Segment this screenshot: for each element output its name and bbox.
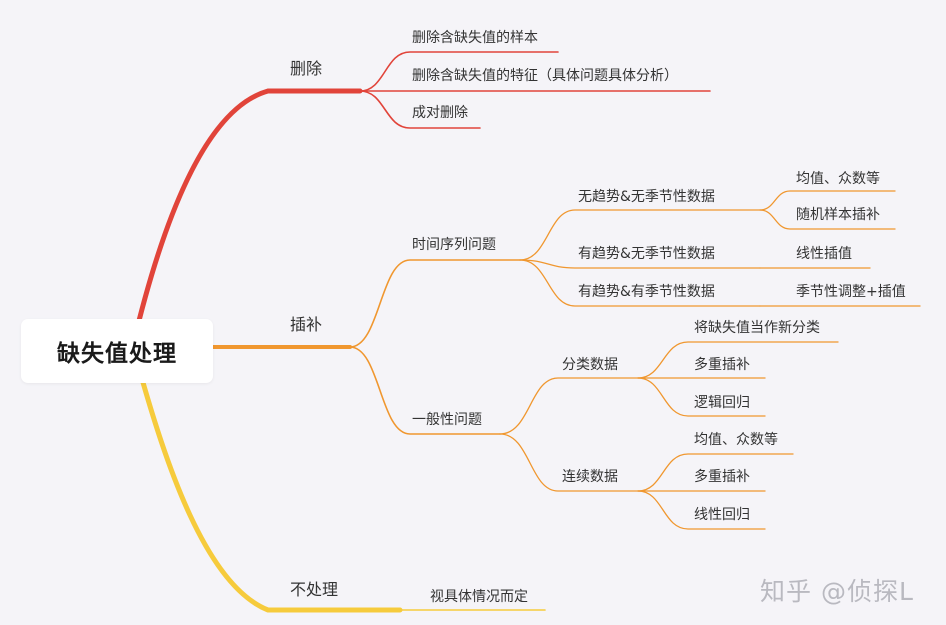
node-cat-logistic[interactable]: 逻辑回归 bbox=[694, 395, 750, 411]
connector-root-delete bbox=[130, 88, 363, 348]
connector-gen-categorical bbox=[499, 377, 639, 435]
node-none-case-by-case[interactable]: 视具体情况而定 bbox=[430, 589, 528, 605]
node-ts1-random-sample[interactable]: 随机样本插补 bbox=[796, 207, 880, 223]
node-categorical[interactable]: 分类数据 bbox=[562, 357, 618, 373]
node-cat-multiple-imputation[interactable]: 多重插补 bbox=[694, 357, 750, 373]
connector-cat-3 bbox=[637, 377, 766, 417]
connector-ts-2 bbox=[519, 259, 761, 269]
root-node[interactable]: 缺失值处理 bbox=[21, 319, 213, 383]
node-ts2-linear-interp[interactable]: 线性插值 bbox=[796, 246, 852, 262]
connector-cont-1 bbox=[637, 453, 794, 492]
watermark: 知乎 @侦探L bbox=[760, 577, 914, 606]
node-ts-trend-season[interactable]: 有趋势&有季节性数据 bbox=[578, 284, 715, 300]
node-ts-no-trend-no-season[interactable]: 无趋势&无季节性数据 bbox=[578, 189, 715, 205]
connector-ts-1 bbox=[519, 209, 761, 261]
connector-delete-3 bbox=[359, 90, 481, 129]
connector-impute-timeseries bbox=[349, 259, 521, 348]
node-delete[interactable]: 删除 bbox=[290, 59, 323, 78]
connector-cont-3 bbox=[637, 490, 766, 530]
node-none[interactable]: 不处理 bbox=[290, 580, 339, 599]
node-cont-multiple-imputation[interactable]: 多重插补 bbox=[694, 469, 750, 485]
node-ts3-seasonal-adjust[interactable]: 季节性调整+插值 bbox=[796, 284, 906, 300]
connector-cat-1 bbox=[637, 341, 839, 379]
connector-delete-1 bbox=[359, 51, 559, 92]
connector-impute-general bbox=[349, 346, 501, 435]
node-cat-new-class[interactable]: 将缺失值当作新分类 bbox=[694, 320, 820, 336]
node-ts-trend-no-season[interactable]: 有趋势&无季节性数据 bbox=[578, 246, 715, 262]
node-delete-pairwise[interactable]: 成对删除 bbox=[412, 105, 468, 121]
root-title: 缺失值处理 bbox=[57, 341, 177, 367]
connector-ts1-a bbox=[759, 190, 896, 211]
connector-gen-continuous bbox=[499, 433, 639, 492]
node-timeseries[interactable]: 时间序列问题 bbox=[412, 237, 496, 253]
node-cont-linear-regression[interactable]: 线性回归 bbox=[694, 507, 750, 523]
node-delete-features[interactable]: 删除含缺失值的特征（具体问题具体分析） bbox=[412, 68, 678, 84]
node-ts1-mean-mode[interactable]: 均值、众数等 bbox=[796, 171, 880, 187]
node-impute[interactable]: 插补 bbox=[290, 315, 323, 334]
node-continuous[interactable]: 连续数据 bbox=[562, 469, 618, 485]
connector-ts-3 bbox=[519, 259, 761, 307]
connector-ts1-b bbox=[759, 209, 896, 230]
node-cont-mean-mode[interactable]: 均值、众数等 bbox=[694, 432, 778, 448]
node-delete-samples[interactable]: 删除含缺失值的样本 bbox=[412, 30, 538, 46]
node-general[interactable]: 一般性问题 bbox=[412, 412, 482, 428]
connector-root-none bbox=[137, 369, 403, 613]
